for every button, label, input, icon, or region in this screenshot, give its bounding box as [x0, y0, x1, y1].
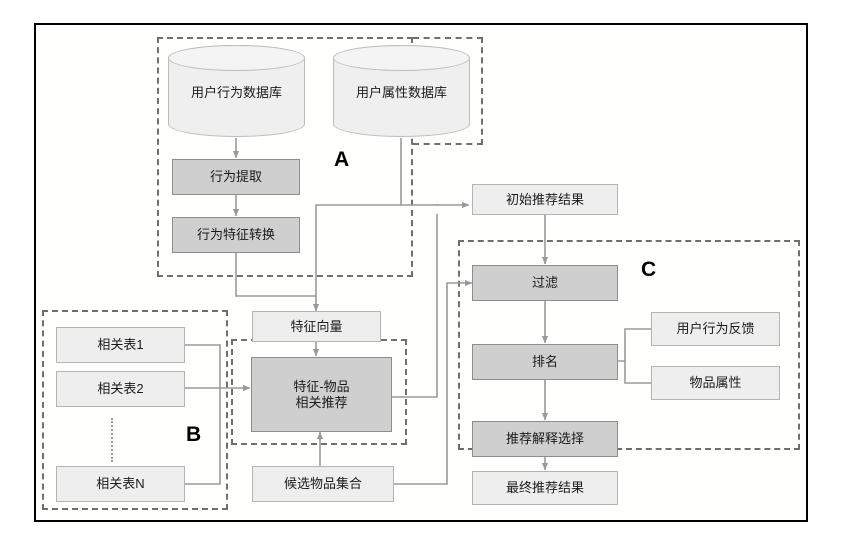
- node-label: 行为特征转换: [196, 227, 275, 243]
- node-label: 物品属性: [689, 375, 742, 391]
- group-box-c: [458, 240, 800, 450]
- node-label: 用户属性数据库: [355, 84, 447, 100]
- node-feature-vector: 特征向量: [252, 311, 381, 342]
- node-candidate-item-set: 候选物品集合: [252, 466, 394, 502]
- node-label-line2: 相关推荐: [295, 394, 348, 410]
- node-label: 初始推荐结果: [505, 191, 584, 207]
- group-box-a-extension: [413, 37, 483, 145]
- node-label: 用户行为反馈: [676, 321, 755, 337]
- node-label: 推荐解释选择: [505, 431, 584, 447]
- node-label: 行为提取: [209, 169, 262, 185]
- node-label: 用户行为数据库: [190, 84, 282, 100]
- node-relation-table-n: 相关表N: [56, 466, 185, 502]
- node-user-behavior-db: 用户行为数据库: [167, 44, 306, 137]
- node-user-behavior-feedback: 用户行为反馈: [651, 312, 780, 346]
- node-label: 候选物品集合: [283, 476, 362, 492]
- node-initial-recommend-result: 初始推荐结果: [472, 184, 618, 215]
- group-box-a: [157, 37, 413, 277]
- cylinder-cap: [332, 44, 471, 71]
- node-label: 相关表2: [97, 381, 144, 397]
- node-relation-table-1: 相关表1: [56, 327, 185, 363]
- node-label: 相关表1: [97, 337, 144, 353]
- node-item-attribute: 物品属性: [651, 366, 780, 400]
- node-behavior-feature-transform: 行为特征转换: [172, 217, 300, 253]
- ellipsis-vertical-dots: [111, 418, 115, 462]
- group-label-b: B: [186, 423, 202, 446]
- node-behavior-extraction: 行为提取: [172, 159, 300, 195]
- node-user-attribute-db: 用户属性数据库: [332, 44, 471, 137]
- node-feature-item-recommend: 特征-物品 相关推荐: [251, 357, 392, 432]
- group-label-c: C: [641, 258, 657, 281]
- cylinder-cap: [167, 44, 306, 71]
- node-ranking: 排名: [472, 344, 618, 380]
- group-box-b: [42, 310, 228, 510]
- node-label: 过滤: [531, 275, 558, 291]
- group-label-a: A: [334, 148, 350, 171]
- node-label: 最终推荐结果: [505, 480, 584, 496]
- node-final-recommend-result: 最终推荐结果: [472, 471, 618, 505]
- node-label-line1: 特征-物品: [293, 379, 350, 395]
- node-recommend-explanation-select: 推荐解释选择: [472, 421, 618, 457]
- node-label: 排名: [531, 354, 558, 370]
- node-filter: 过滤: [472, 265, 618, 301]
- node-label: 特征向量: [290, 318, 343, 334]
- node-relation-table-2: 相关表2: [56, 371, 185, 407]
- node-label: 相关表N: [96, 476, 145, 492]
